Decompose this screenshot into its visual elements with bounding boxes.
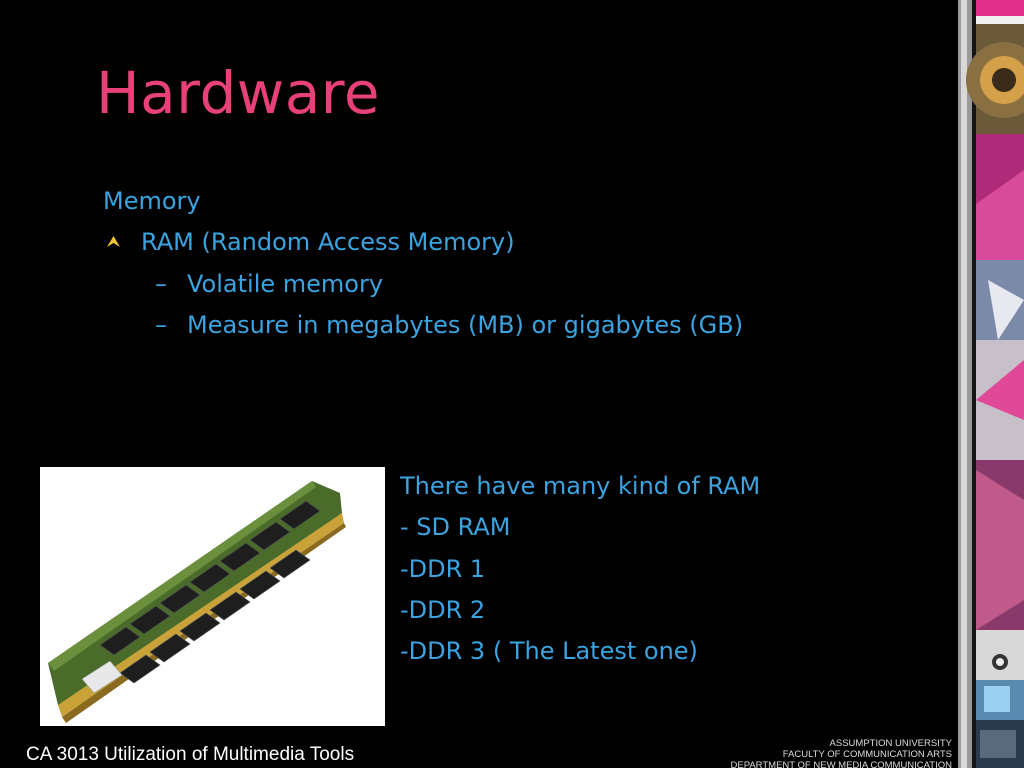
ram-bullet: RAM (Random Access Memory) bbox=[141, 228, 515, 256]
triangle-bullet-icon bbox=[107, 227, 120, 257]
kind-ddr2: -DDR 2 bbox=[400, 596, 486, 624]
slide-title: Hardware bbox=[96, 59, 381, 127]
ram-module-image bbox=[40, 467, 385, 726]
sub-item-measure: Measure in megabytes (MB) or gigabytes (… bbox=[187, 311, 744, 339]
dash-marker: – bbox=[155, 270, 167, 298]
course-footer: CA 3013 Utilization of Multimedia Tools bbox=[26, 744, 355, 765]
university-name: ASSUMPTION UNIVERSITY bbox=[829, 738, 952, 749]
decorative-sidebar bbox=[958, 0, 1024, 768]
kind-ddr3: -DDR 3 ( The Latest one) bbox=[400, 637, 698, 665]
department-name: DEPARTMENT OF NEW MEDIA COMMUNICATION bbox=[730, 760, 953, 768]
kinds-intro: There have many kind of RAM bbox=[400, 472, 761, 500]
kind-sd-ram: - SD RAM bbox=[400, 513, 511, 541]
faculty-name: FACULTY OF COMMUNICATION ARTS bbox=[782, 749, 952, 760]
dash-marker: – bbox=[155, 311, 167, 339]
institution-footer: ASSUMPTION UNIVERSITY FACULTY OF COMMUNI… bbox=[731, 738, 953, 768]
memory-heading: Memory bbox=[103, 187, 201, 215]
sub-item-volatile: Volatile memory bbox=[187, 270, 384, 298]
kind-ddr1: -DDR 1 bbox=[400, 555, 486, 583]
